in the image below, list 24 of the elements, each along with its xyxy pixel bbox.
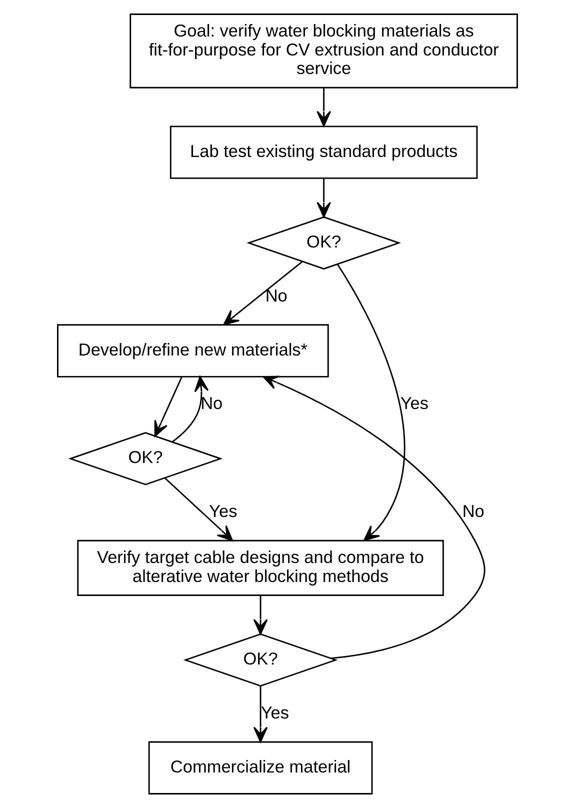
- arrow: [262, 376, 485, 659]
- node-box: Commercialize material: [148, 741, 372, 794]
- arrow: [316, 88, 330, 127]
- arrow: [252, 596, 268, 635]
- edge-label: No: [264, 285, 287, 306]
- arrow: [222, 261, 302, 326]
- edge-label: Yes: [400, 393, 428, 414]
- edge-label: Yes: [208, 501, 237, 522]
- arrow: [316, 178, 330, 218]
- edge-label: No: [200, 393, 222, 414]
- edge-label: No: [462, 501, 484, 522]
- arrow: [172, 376, 208, 442]
- node-box: Verify target cable designs and compare to alterative water blocking methods: [76, 540, 444, 596]
- node-diamond: OK?: [182, 633, 338, 687]
- node-box: Lab test existing standard products: [169, 126, 478, 179]
- arrow: [252, 686, 268, 742]
- arrow: [336, 264, 405, 541]
- node-box: Develop/refine new materials*: [56, 324, 328, 378]
- arrow: [154, 376, 182, 437]
- node-box: Goal: verify water blocking materials as fit-for-purpose for CV extrusion and conductor service: [129, 14, 518, 88]
- arrow: [164, 478, 232, 542]
- edge-label: Yes: [260, 702, 288, 722]
- node-diamond: OK?: [246, 216, 401, 270]
- node-diamond: OK?: [68, 432, 222, 486]
